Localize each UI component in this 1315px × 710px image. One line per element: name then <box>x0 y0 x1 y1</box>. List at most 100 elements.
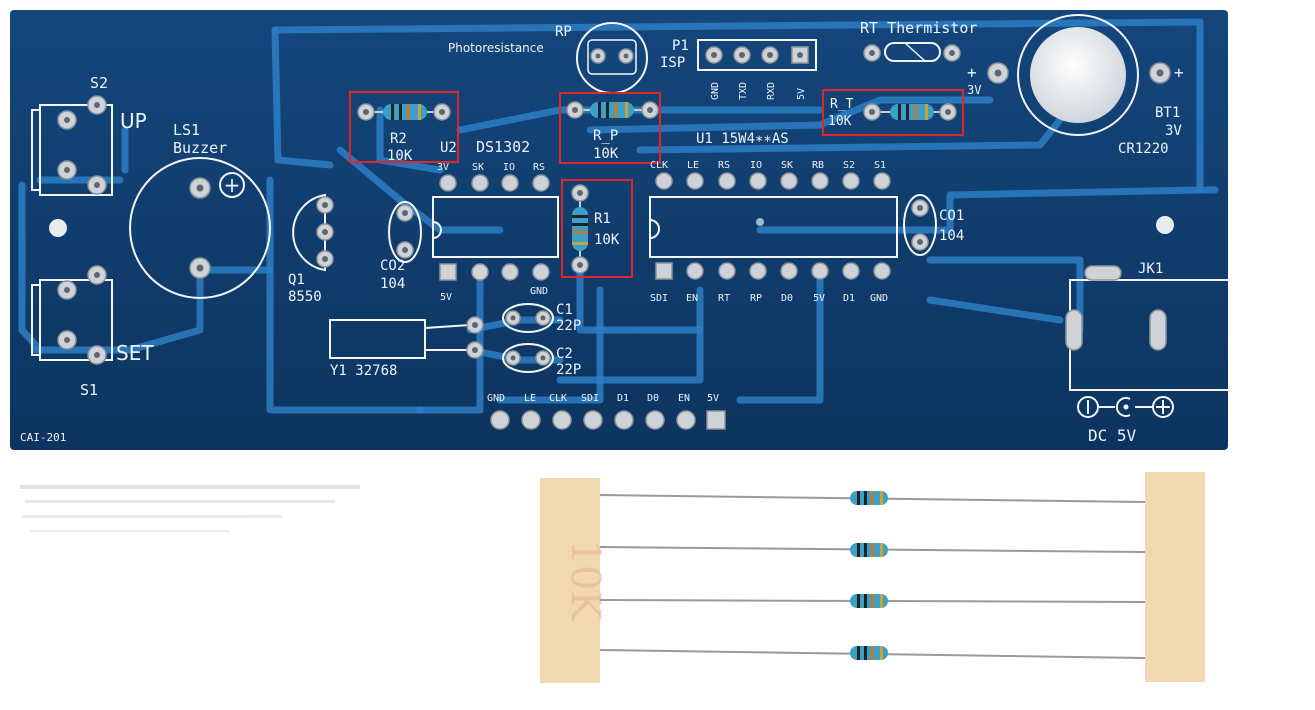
label-u1-bot-3: RT <box>718 293 730 304</box>
label-c2-value: 22P <box>556 362 581 378</box>
label-photoresistance: Photoresistance <box>448 41 544 55</box>
loose-resistor <box>850 543 888 557</box>
label-bt1-voltage: 3V <box>1165 123 1182 139</box>
isp-header <box>697 39 817 71</box>
label-header-4: SDI <box>581 393 599 404</box>
label-header-6: D0 <box>647 393 659 404</box>
loose-resistor <box>850 491 888 505</box>
label-u2-top-2: SK <box>472 162 484 173</box>
label-u1-top-2: LE <box>687 160 699 171</box>
battery-holder-bt1 <box>987 14 1171 136</box>
label-u1-bot-7: D1 <box>843 293 855 304</box>
label-u2-bot-5v: 5V <box>440 292 452 303</box>
label-rt-thermistor: RT Thermistor <box>860 19 977 37</box>
loose-resistor <box>850 646 888 660</box>
thermistor-rt <box>863 42 961 62</box>
label-u2-top-1: 3V <box>437 162 449 173</box>
label-u1-bot-4: RP <box>750 293 762 304</box>
capacitor-c2 <box>502 343 554 373</box>
label-ds1302: DS1302 <box>476 138 530 156</box>
label-c1: C1 <box>556 302 573 318</box>
u2-pads <box>439 174 550 281</box>
switch-up <box>31 95 113 196</box>
label-isp-pin-2: TXD <box>738 82 749 100</box>
label-r-p-value: 10K <box>593 146 619 162</box>
label-p1: P1 <box>672 38 689 54</box>
label-u1-top-4: IO <box>750 160 762 171</box>
label-co2-value: 104 <box>380 276 405 292</box>
label-r-p: R_P <box>593 128 618 144</box>
svg-text:+: + <box>224 173 241 197</box>
switch-set <box>31 265 113 365</box>
chip-u1 <box>649 196 898 258</box>
mounting-hole <box>49 219 67 237</box>
label-co2: CO2 <box>380 258 405 274</box>
label-r1: R1 <box>594 211 611 227</box>
capacitor-co1 <box>903 194 937 256</box>
crystal-y1 <box>329 316 484 359</box>
label-u2: U2 <box>440 140 457 156</box>
buzzer: + <box>129 157 271 299</box>
label-header-7: EN <box>678 393 690 404</box>
label-r2-value: 10K <box>387 148 413 164</box>
label-board-id: CAI-201 <box>20 431 66 444</box>
label-bat-v: 3V <box>967 83 981 97</box>
label-u1-bot-5: D0 <box>781 293 793 304</box>
label-rp: RP <box>555 24 572 40</box>
label-dc: DC 5V <box>1088 426 1137 445</box>
label-c2: C2 <box>556 346 573 362</box>
label-header-8: 5V <box>707 393 719 404</box>
copper-traces <box>18 18 1219 414</box>
label-header-3: CLK <box>549 393 567 404</box>
resistor-r2 <box>357 103 451 121</box>
chip-u2-ds1302 <box>432 196 559 258</box>
label-u1-bot-6: 5V <box>813 293 825 304</box>
label-u1-top-3: RS <box>718 160 730 171</box>
label-bat-plus-right: + <box>1174 63 1184 82</box>
tape-marking: 10K <box>562 540 608 622</box>
capacitor-co2 <box>388 201 422 263</box>
redacted-scribble <box>20 485 360 532</box>
label-u1-bot-1: SDI <box>650 293 668 304</box>
label-bt1-cell: CR1220 <box>1118 141 1169 157</box>
label-u1-top-5: SK <box>781 160 793 171</box>
label-header-1: GND <box>487 393 505 404</box>
capacitor-c1 <box>502 303 554 333</box>
label-s2: S2 <box>90 74 108 92</box>
label-u1: U1 15W4∗∗AS <box>696 131 789 147</box>
label-u1-top-1: CLK <box>650 160 668 171</box>
bottom-header-pads <box>490 410 726 430</box>
label-u2-top-4: RS <box>533 162 545 173</box>
label-isp-pin-1: GND <box>710 82 721 100</box>
label-u1-top-8: S1 <box>874 160 886 171</box>
highlight-rp <box>559 92 661 164</box>
highlight-r1 <box>561 179 633 278</box>
transistor-q1 <box>292 193 334 272</box>
label-bt1: BT1 <box>1155 105 1180 121</box>
label-set: SET <box>116 341 154 365</box>
label-u2-top-3: IO <box>503 162 515 173</box>
photoresistor-rp <box>576 22 648 94</box>
resistor-rp <box>566 101 659 119</box>
label-co1: CO1 <box>939 208 964 224</box>
label-q1: Q1 <box>288 272 305 288</box>
label-isp: ISP <box>660 55 685 71</box>
dc-jack-jk1 <box>1065 265 1230 418</box>
label-ls1: LS1 <box>173 121 200 139</box>
label-s1: S1 <box>80 381 98 399</box>
label-isp-pin-3: RXD <box>766 82 777 100</box>
label-u1-bot-2: EN <box>686 293 698 304</box>
label-buzzer: Buzzer <box>173 139 227 157</box>
label-r-t-value: 10K <box>828 114 852 129</box>
mounting-hole <box>1156 216 1174 234</box>
highlight-rt <box>822 89 964 136</box>
label-r-t: R_T <box>830 97 854 112</box>
loose-resistor <box>850 594 888 608</box>
silkscreen-text: S2 UP SET S1 LS1 Buzzer Q1 8550 CO2 104 … <box>20 19 1184 445</box>
resistor-r1 <box>571 184 589 274</box>
label-jk1: JK1 <box>1138 261 1163 277</box>
label-up: UP <box>120 109 147 133</box>
resistor-rt <box>863 103 957 121</box>
label-bat-plus-left: + <box>967 63 977 82</box>
